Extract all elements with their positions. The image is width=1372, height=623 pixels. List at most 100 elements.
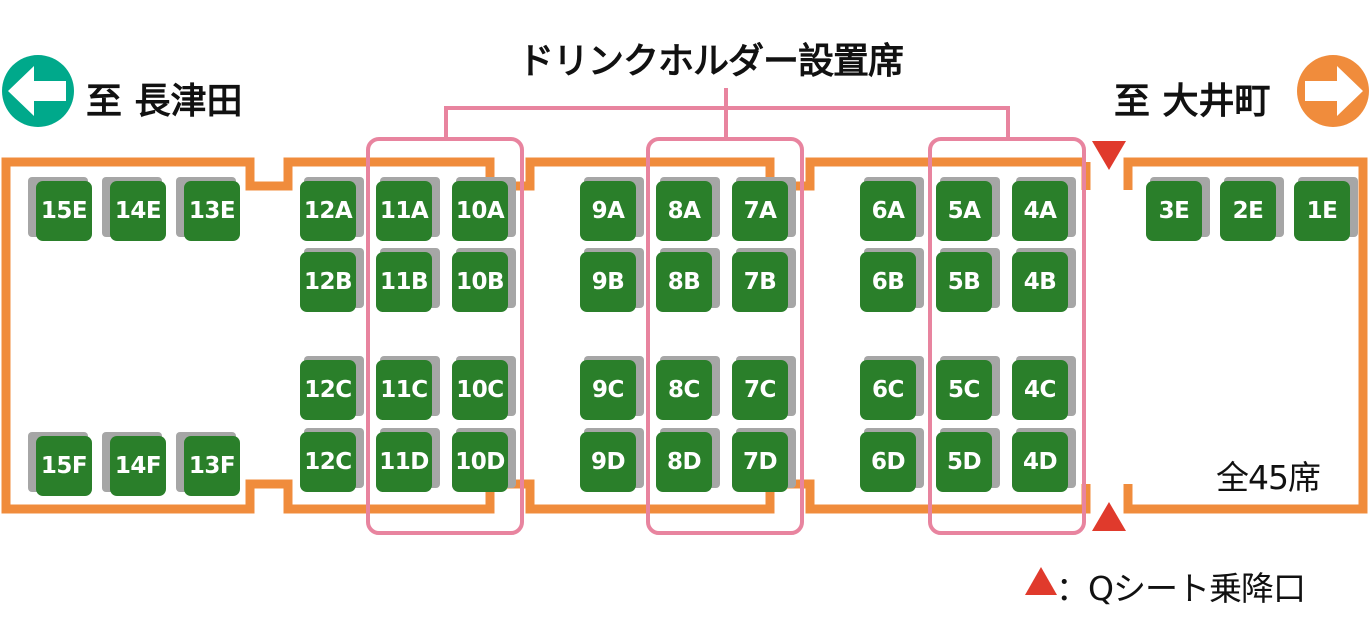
seat-5c[interactable]: 5C [936,356,1000,424]
seat-15f[interactable]: 15F [28,432,92,500]
seat-6b[interactable]: 6B [860,248,924,316]
door-marker-bottom-icon [1092,502,1126,531]
seat-2e[interactable]: 2E [1220,177,1284,245]
door-marker-top-icon [1092,141,1126,170]
seat-label: 10C [452,360,508,420]
seat-label: 4D [1012,432,1068,492]
seat-12c[interactable]: 12C [300,428,364,496]
legend-text: ：Qシート乗降口 [1056,569,1306,608]
seat-label: 1E [1294,181,1350,241]
seat-label: 15E [36,181,92,241]
legend-marker-icon [1025,567,1057,595]
seat-15e[interactable]: 15E [28,177,92,245]
seat-label: 8C [656,360,712,420]
seat-label: 11D [376,432,432,492]
seat-11a[interactable]: 11A [376,177,440,245]
seat-label: 11A [376,181,432,241]
arrow-left-icon [2,55,74,127]
seat-8a[interactable]: 8A [656,177,720,245]
seat-4c[interactable]: 4C [1012,356,1076,424]
seat-5a[interactable]: 5A [936,177,1000,245]
seat-14e[interactable]: 14E [102,177,166,245]
seat-label: 8B [656,252,712,312]
seat-10c[interactable]: 10C [452,356,516,424]
seat-label: 4B [1012,252,1068,312]
car-outline-left [1,157,1091,514]
seat-label: 14F [110,436,166,496]
seat-label: 15F [36,436,92,496]
seat-label: 5B [936,252,992,312]
drink-holder-box-11-10 [366,137,524,535]
seat-label: 9A [580,181,636,241]
seat-label: 4C [1012,360,1068,420]
seat-label: 11B [376,252,432,312]
seat-label: 13F [184,436,240,496]
seat-label: 12C [300,432,356,492]
seat-label: 4A [1012,181,1068,241]
seat-label: 6C [860,360,916,420]
seat-label: 12C [300,360,356,420]
seat-12b[interactable]: 12B [300,248,364,316]
seat-9d[interactable]: 9D [580,428,644,496]
seat-11b[interactable]: 11B [376,248,440,316]
seat-6a[interactable]: 6A [860,177,924,245]
seat-8d[interactable]: 8D [656,428,720,496]
seat-label: 14E [110,181,166,241]
seat-label: 13E [184,181,240,241]
seat-label: 7D [732,432,788,492]
seat-label: 10B [452,252,508,312]
seat-4d[interactable]: 4D [1012,428,1076,496]
direction-label-right: 至 大井町 [1114,81,1271,122]
drink-holder-box-5-4 [928,137,1086,535]
seat-13f[interactable]: 13F [176,432,240,500]
seat-9c[interactable]: 9C [580,356,644,424]
seat-11c[interactable]: 11C [376,356,440,424]
seat-label: 7A [732,181,788,241]
seat-label: 9B [580,252,636,312]
seat-label: 2E [1220,181,1276,241]
seat-6c[interactable]: 6C [860,356,924,424]
seat-7d[interactable]: 7D [732,428,796,496]
seat-label: 8A [656,181,712,241]
seat-9b[interactable]: 9B [580,248,644,316]
direction-label-left: 至 長津田 [86,81,243,122]
seat-label: 7C [732,360,788,420]
seat-8b[interactable]: 8B [656,248,720,316]
seat-label: 10D [452,432,508,492]
seat-label: 9D [580,432,636,492]
seat-label: 5C [936,360,992,420]
seat-11d[interactable]: 11D [376,428,440,496]
seat-label: 5D [936,432,992,492]
seat-3e[interactable]: 3E [1146,177,1210,245]
seat-label: 6D [860,432,916,492]
seat-10d[interactable]: 10D [452,428,516,496]
arrow-right-icon [1297,55,1369,127]
seat-5b[interactable]: 5B [936,248,1000,316]
seat-12a[interactable]: 12A [300,177,364,245]
seat-7b[interactable]: 7B [732,248,796,316]
seat-12c[interactable]: 12C [300,356,364,424]
seat-13e[interactable]: 13E [176,177,240,245]
seat-10b[interactable]: 10B [452,248,516,316]
seat-14f[interactable]: 14F [102,432,166,500]
seat-9a[interactable]: 9A [580,177,644,245]
seat-label: 5A [936,181,992,241]
seat-4b[interactable]: 4B [1012,248,1076,316]
seat-7c[interactable]: 7C [732,356,796,424]
seat-10a[interactable]: 10A [452,177,516,245]
seat-7a[interactable]: 7A [732,177,796,245]
seat-4a[interactable]: 4A [1012,177,1076,245]
seat-label: 12B [300,252,356,312]
seat-1e[interactable]: 1E [1294,177,1358,245]
seat-label: 7B [732,252,788,312]
seat-8c[interactable]: 8C [656,356,720,424]
seat-label: 8D [656,432,712,492]
seat-5d[interactable]: 5D [936,428,1000,496]
seat-label: 3E [1146,181,1202,241]
diagram-title: ドリンクホルダー設置席 [518,41,904,82]
seat-label: 12A [300,181,356,241]
seat-label: 9C [580,360,636,420]
seat-label: 6B [860,252,916,312]
seat-6d[interactable]: 6D [860,428,924,496]
